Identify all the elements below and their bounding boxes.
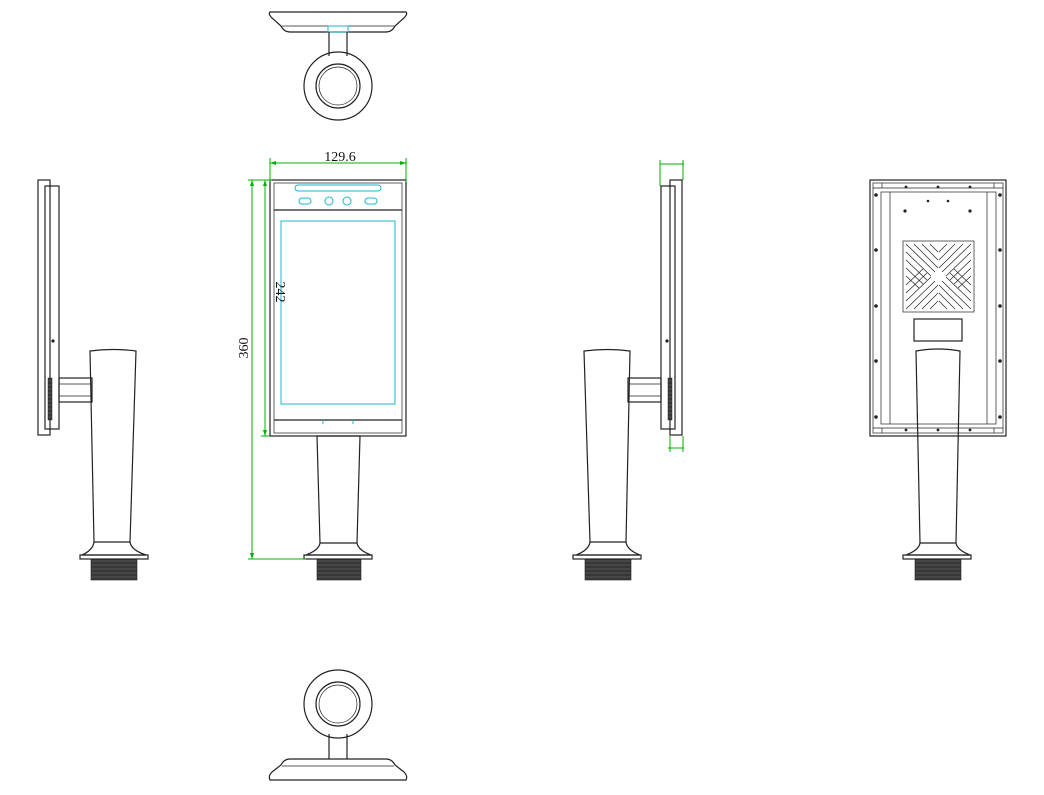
top-view xyxy=(268,11,408,121)
depth-dimension-marks xyxy=(659,160,684,452)
front-view: 129.6 360 242 xyxy=(237,150,407,581)
right-side-view xyxy=(572,160,684,581)
height-dimension-label: 360 xyxy=(237,338,252,359)
width-dimension-label: 129.6 xyxy=(324,150,356,165)
left-side-view xyxy=(37,179,149,581)
dimension-height xyxy=(248,179,306,560)
bottom-view xyxy=(268,669,408,781)
vent-grille xyxy=(902,240,975,313)
rear-view xyxy=(869,179,1007,581)
dimension-width xyxy=(269,158,407,182)
screen-height-dimension-label: 242 xyxy=(272,282,287,303)
dimension-screen-height xyxy=(261,180,270,437)
